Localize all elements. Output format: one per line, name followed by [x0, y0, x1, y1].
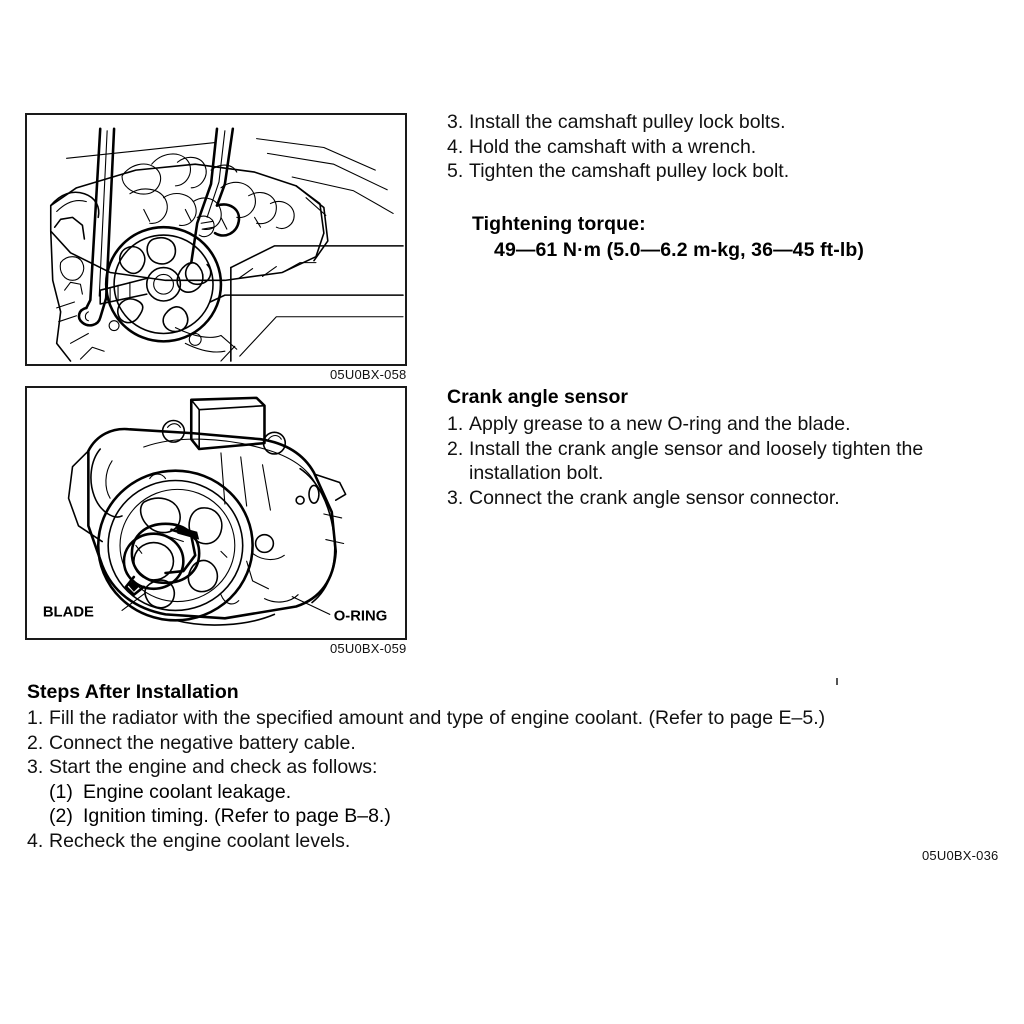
top-procedure-block: 3. Install the camshaft pulley lock bolt… — [447, 110, 1007, 263]
list-item-text: Apply grease to a new O-ring and the bla… — [469, 413, 851, 435]
blade-label: BLADE — [43, 604, 94, 620]
list-item-number: 4. — [447, 135, 464, 158]
sub-list-item-text: Engine coolant leakage. — [83, 780, 292, 803]
crank-angle-sensor-list: 1. Apply grease to a new O-ring and the … — [447, 412, 1013, 510]
steps-after-installation-list: 1. Fill the radiator with the specified … — [27, 706, 987, 780]
sub-list-item: (1) Engine coolant leakage. — [49, 780, 987, 805]
figure-camshaft-pulley — [25, 113, 407, 366]
figure-crank-angle-sensor: BLADE O-RING — [25, 386, 407, 640]
list-item-text: Recheck the engine coolant levels. — [49, 829, 351, 852]
list-item: 5. Tighten the camshaft pulley lock bolt… — [447, 159, 1007, 184]
steps-after-installation-block: Steps After Installation 1. Fill the rad… — [27, 680, 987, 853]
wrench-right — [184, 127, 241, 286]
page-code: 05U0BX-036 — [922, 848, 999, 863]
sub-list-item-number: (1) — [49, 780, 73, 803]
sub-list-item-number: (2) — [49, 805, 73, 827]
figure-2-caption: 05U0BX-059 — [330, 641, 407, 656]
tightening-torque-spec: Tightening torque: 49—61 N·m (5.0—6.2 m-… — [447, 212, 1007, 263]
list-item-text: Fill the radiator with the specified amo… — [49, 707, 826, 729]
top-procedure-list: 3. Install the camshaft pulley lock bolt… — [447, 110, 1007, 184]
list-item-number: 4. — [27, 829, 44, 852]
list-item-number: 3. — [27, 756, 44, 778]
camshaft-pulley-illustration — [49, 127, 404, 362]
list-item-text: Hold the camshaft with a wrench. — [469, 135, 757, 158]
list-item-number: 3. — [447, 486, 464, 509]
torque-value: 49—61 N·m (5.0—6.2 m-kg, 36—45 ft-lb) — [494, 238, 864, 261]
list-item-number: 1. — [27, 707, 44, 729]
crank-angle-sensor-illustration: BLADE O-RING — [43, 396, 388, 626]
list-item: 1. Apply grease to a new O-ring and the … — [447, 412, 1013, 437]
list-item: 4. Recheck the engine coolant levels. — [27, 829, 987, 854]
figure-1-caption: 05U0BX-058 — [330, 367, 407, 382]
camshaft-pulley — [99, 225, 223, 343]
torque-title: Tightening torque: — [472, 212, 646, 235]
list-item: 1. Fill the radiator with the specified … — [27, 706, 987, 731]
list-item: 2. Install the crank angle sensor and lo… — [447, 437, 1013, 486]
sub-list-item: (2) Ignition timing. (Refer to page B–8.… — [49, 804, 987, 829]
list-item-number: 3. — [447, 111, 464, 133]
wrench-left — [77, 127, 116, 327]
list-item-number: 2. — [447, 437, 464, 460]
list-item-number: 5. — [447, 160, 464, 182]
sub-list-item-text: Ignition timing. (Refer to page B–8.) — [83, 805, 391, 827]
list-item: 2. Connect the negative battery cable. — [27, 731, 987, 756]
list-item-text: Install the camshaft pulley lock bolts. — [469, 111, 786, 133]
list-item-text: Connect the crank angle sensor connector… — [469, 486, 840, 509]
section-heading-crank-angle-sensor: Crank angle sensor — [447, 386, 628, 408]
list-item-text: Tighten the camshaft pulley lock bolt. — [469, 160, 790, 182]
sensor-rotor — [96, 469, 254, 622]
list-item-number: 1. — [447, 413, 464, 435]
list-item-number: 2. — [27, 731, 44, 754]
list-item: 3. Install the camshaft pulley lock bolt… — [447, 110, 1007, 135]
list-item-text: Install the crank angle sensor and loose… — [469, 437, 924, 485]
list-item-text: Connect the negative battery cable. — [49, 731, 356, 754]
list-item: 3. Connect the crank angle sensor connec… — [447, 486, 1013, 511]
list-item: 4. Hold the camshaft with a wrench. — [447, 135, 1007, 160]
section-heading-steps-after-installation: Steps After Installation — [27, 681, 239, 703]
crank-angle-sensor-block: Crank angle sensor 1. Apply grease to a … — [447, 385, 1013, 510]
list-item: 3. Start the engine and check as follows… — [27, 755, 987, 780]
list-item-text: Start the engine and check as follows: — [49, 756, 378, 778]
o-ring-label: O-RING — [334, 608, 388, 624]
scan-artifact-speck — [836, 678, 838, 685]
